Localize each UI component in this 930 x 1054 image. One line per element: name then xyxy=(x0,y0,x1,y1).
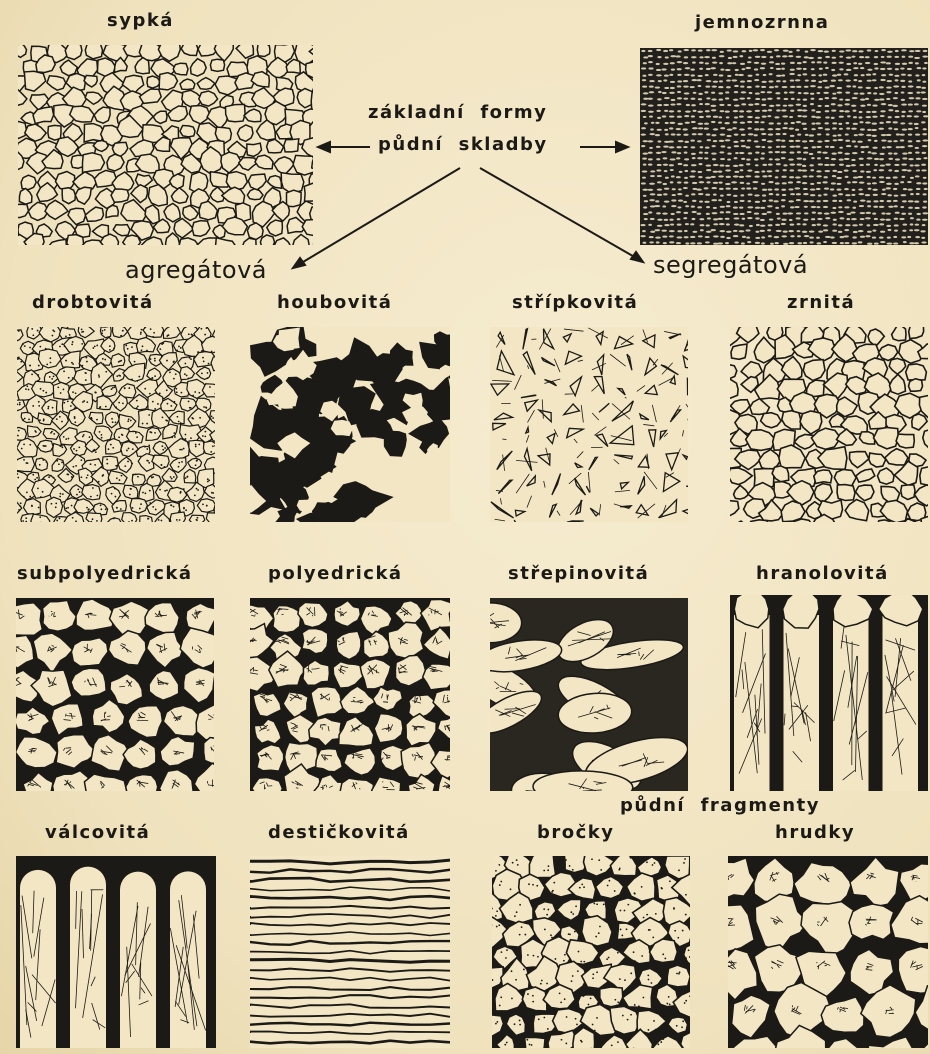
strepinovita-pattern xyxy=(490,598,688,791)
sypka-pattern xyxy=(18,45,313,245)
hrudky-pattern xyxy=(728,856,928,1048)
desticovita-pattern xyxy=(250,856,450,1048)
valcovita-pattern xyxy=(16,856,216,1048)
arrow-segregatova xyxy=(480,168,638,259)
drobtovita-pattern xyxy=(17,327,215,522)
stripkovita-pattern xyxy=(490,327,688,522)
houbovita-pattern xyxy=(250,327,450,522)
jemnozrnna-pattern xyxy=(640,48,928,245)
hranolovita-pattern xyxy=(730,595,928,791)
zrnita-pattern xyxy=(730,327,928,522)
polyedricka-pattern xyxy=(250,598,450,791)
arrow-agregatova xyxy=(298,168,460,265)
brocky-pattern xyxy=(492,856,690,1048)
subpolyedricka-pattern xyxy=(16,598,214,791)
